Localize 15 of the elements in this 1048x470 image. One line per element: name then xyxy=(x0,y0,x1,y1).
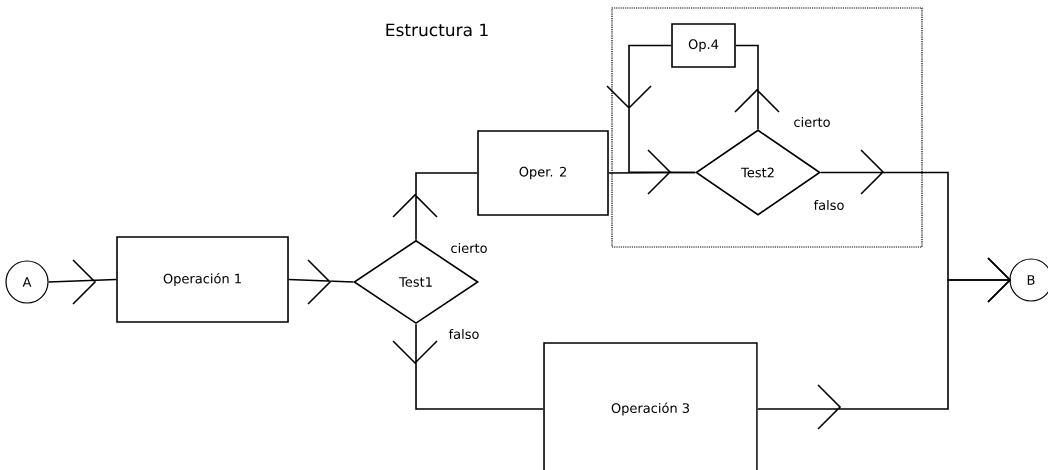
arrow xyxy=(757,257,1012,430)
process-box: Op.4 xyxy=(671,23,736,68)
process-box: Oper. 2 xyxy=(477,130,609,216)
arrow xyxy=(606,44,696,174)
edge-label: falso xyxy=(447,327,481,340)
arrow xyxy=(288,259,354,305)
arrow xyxy=(47,259,117,305)
process-box: Operación 1 xyxy=(116,236,289,323)
title: Estructura 1 xyxy=(386,23,488,37)
process-box: Operación 3 xyxy=(543,342,758,470)
arrow xyxy=(392,172,478,241)
arrow xyxy=(392,323,544,410)
edge-label: cierto xyxy=(792,115,832,128)
group-frame xyxy=(611,7,923,248)
arrow xyxy=(734,44,780,130)
